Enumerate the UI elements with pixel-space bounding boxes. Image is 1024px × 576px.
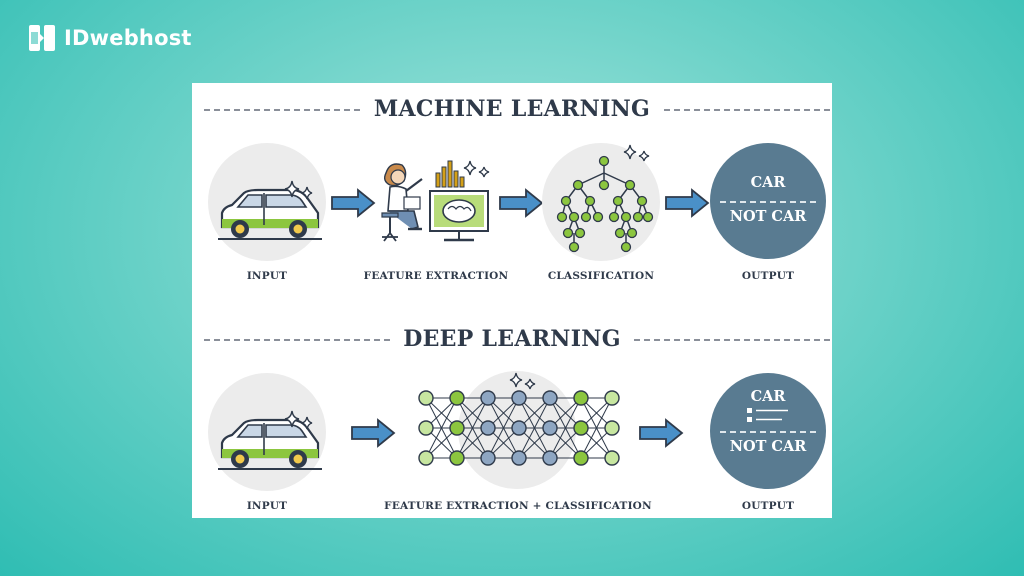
brand-name: IDwebhost xyxy=(64,26,192,50)
sparkle-icon xyxy=(284,180,313,200)
network-node xyxy=(418,390,434,406)
network-node xyxy=(511,420,527,436)
output-car-label: CAR xyxy=(750,388,786,405)
deep-learning-header: DEEP LEARNING xyxy=(192,325,832,355)
network-node xyxy=(604,390,620,406)
network-node xyxy=(573,390,589,406)
network-node xyxy=(480,420,496,436)
step-label-classification: CLASSIFICATION xyxy=(547,270,655,282)
network-edge xyxy=(580,397,613,459)
network-node xyxy=(604,420,620,436)
network-node xyxy=(480,390,496,406)
output-car-label: CAR xyxy=(750,174,786,191)
arrow-right-icon xyxy=(639,418,684,448)
network-node xyxy=(449,420,465,436)
id-logo-icon xyxy=(29,25,55,51)
network-edge xyxy=(487,397,520,459)
machine-learning-title: MACHINE LEARNING xyxy=(363,96,661,122)
deep-learning-title: DEEP LEARNING xyxy=(393,326,631,352)
step-label-feature-extraction-classification: FEATURE EXTRACTION + CLASSIFICATION xyxy=(384,500,652,512)
sparkle-icon xyxy=(463,160,490,178)
network-node xyxy=(480,450,496,466)
step-label-input: INPUT xyxy=(246,270,288,282)
arrow-right-icon xyxy=(499,188,544,218)
network-node xyxy=(542,390,558,406)
step-label-output: OUTPUT xyxy=(741,270,795,282)
network-node xyxy=(511,450,527,466)
arrow-right-icon xyxy=(351,418,396,448)
sparkle-icon xyxy=(509,372,536,390)
sparkle-icon xyxy=(284,410,313,430)
list-icon xyxy=(747,408,788,422)
arrow-right-icon xyxy=(665,188,710,218)
network-node xyxy=(449,390,465,406)
network-node xyxy=(573,450,589,466)
network-node xyxy=(573,420,589,436)
network-node xyxy=(542,450,558,466)
step-label-output: OUTPUT xyxy=(741,500,795,512)
network-node xyxy=(418,450,434,466)
step-label-input: INPUT xyxy=(246,500,288,512)
car-icon xyxy=(218,418,322,470)
network-edge xyxy=(456,397,489,459)
network-edge xyxy=(549,397,582,459)
output-divider xyxy=(720,201,816,203)
output-not-car-label: NOT CAR xyxy=(729,208,807,225)
arrow-right-icon xyxy=(331,188,376,218)
person-at-computer-icon xyxy=(381,160,489,242)
decision-tree-icon xyxy=(556,155,654,253)
sparkle-icon xyxy=(623,144,650,162)
network-node xyxy=(542,420,558,436)
car-icon xyxy=(218,188,322,240)
network-node xyxy=(604,450,620,466)
brand-logo[interactable]: IDwebhost xyxy=(28,24,192,52)
diagram-card: MACHINE LEARNING xyxy=(192,83,832,518)
machine-learning-header: MACHINE LEARNING xyxy=(192,95,832,125)
network-node xyxy=(418,420,434,436)
network-edge xyxy=(518,397,551,459)
step-label-feature-extraction: FEATURE EXTRACTION xyxy=(363,270,509,282)
output-not-car-label: NOT CAR xyxy=(729,438,807,455)
output-divider xyxy=(720,431,816,433)
network-node xyxy=(511,390,527,406)
network-node xyxy=(449,450,465,466)
neural-network-icon xyxy=(418,390,620,466)
network-edge xyxy=(425,397,458,459)
